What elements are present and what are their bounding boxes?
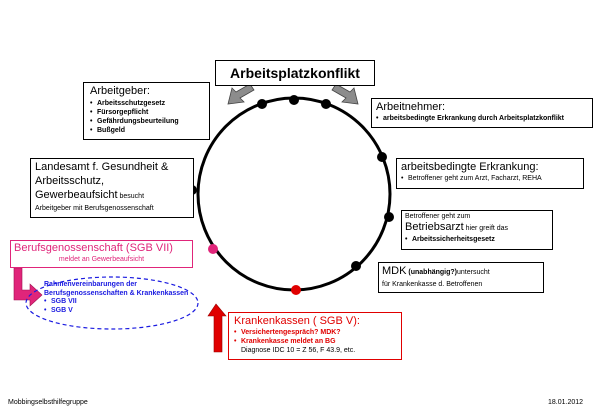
title-box: Arbeitsplatzkonflikt [215, 60, 375, 86]
framework-item: SGB VII [44, 298, 194, 307]
cycle-dot [208, 244, 218, 254]
state-office-line2: Arbeitsschutz, [35, 175, 105, 187]
mdk-heading: MDK [382, 265, 407, 277]
mdk-suffix: untersucht [457, 269, 490, 276]
state-office-box: Landesamt f. Gesundheit & Arbeitsschutz,… [30, 158, 194, 218]
employer-item: Bußgeld [90, 126, 203, 135]
insurance-diagnosis: Diagnose IDC 10 = Z 56, F 43.9, etc. [241, 347, 356, 354]
page-title: Arbeitsplatzkonflikt [230, 65, 360, 81]
cycle-dot [351, 261, 361, 271]
insurance-box: Krankenkassen ( SGB V): Versichertengesp… [228, 312, 402, 360]
footer-left: Mobbingselbsthilfegruppe [8, 399, 88, 406]
cycle-dot [384, 212, 394, 222]
right-gray-arrow-icon [331, 83, 359, 105]
illness-item: Betroffener geht zum Arzt, Facharzt, REH… [401, 174, 579, 184]
framework-text: Rahmenvereinbarungen der Berufsgenossens… [44, 281, 194, 315]
insurance-item: Versichertengespräch? MDK? [234, 328, 396, 337]
cycle-dot [289, 95, 299, 105]
state-office-line3: Gewerbeaufsicht [35, 189, 118, 201]
insurance-heading: Krankenkassen ( SGB V): [234, 315, 360, 327]
employee-heading: Arbeitnehmer: [376, 101, 446, 113]
insurance-item: Krankenkasse meldet an BG [234, 337, 396, 346]
footer-right: 18.01.2012 [548, 399, 584, 406]
framework-item: SGB V [44, 307, 194, 316]
company-doctor-suffix: hier greift das [463, 225, 509, 232]
illness-box: arbeitsbedingte Erkrankung: Betroffener … [396, 158, 584, 189]
mdk-paren: (unabhängig?) [406, 269, 457, 276]
bg-sub: meldet an Gewerbeaufsicht [58, 256, 145, 263]
mdk-line2: für Krankenkasse d. Betroffenen [382, 281, 483, 288]
framework-ellipse [25, 276, 199, 330]
company-doctor-box: Betroffener geht zum Betriebsarzt hier g… [401, 210, 553, 250]
state-office-line4: Arbeitgeber mit Berufsgenossenschaft [35, 205, 154, 212]
state-office-line1: Landesamt f. Gesundheit & [35, 161, 169, 173]
employer-item: Gefährdungsbeurteilung [90, 117, 203, 126]
cycle-dot [377, 152, 387, 162]
cycle-dots [187, 95, 394, 295]
employer-item: Arbeitsschutzgesetz [90, 99, 203, 108]
conflict-cycle-circle [196, 96, 392, 292]
company-doctor-pre: Betroffener geht zum [405, 213, 471, 220]
company-doctor-item: Arbeitssicherheitsgesetz [405, 235, 549, 244]
employee-item: arbeitsbedingte Erkrankung durch Arbeits… [376, 114, 588, 124]
employer-box: Arbeitgeber: Arbeitsschutzgesetz Fürsorg… [83, 82, 210, 140]
bg-heading: Berufsgenossenschaft (SGB VII) [14, 242, 173, 254]
employee-box: Arbeitnehmer: arbeitsbedingte Erkrankung… [371, 98, 593, 128]
company-doctor-heading: Betriebsarzt [405, 221, 464, 233]
cycle-dot [257, 99, 267, 109]
red-bend-arrow-icon [207, 303, 227, 353]
left-gray-arrow-icon [227, 83, 255, 105]
pink-bend-arrow-icon [13, 267, 43, 307]
illness-heading: arbeitsbedingte Erkrankung: [401, 161, 539, 173]
bg-box: Berufsgenossenschaft (SGB VII) meldet an… [10, 240, 193, 268]
mdk-box: MDK (unabhängig?)untersucht für Krankenk… [378, 262, 544, 293]
cycle-dot [291, 285, 301, 295]
framework-line1: Rahmenvereinbarungen der [44, 281, 137, 288]
employer-heading: Arbeitgeber: [90, 85, 150, 97]
employer-item: Fürsorgepflicht [90, 108, 203, 117]
framework-line2: Berufsgenossenschaften & Krankenkassen [44, 289, 189, 297]
state-office-line3-suffix: besucht [117, 193, 145, 200]
cycle-dot [321, 99, 331, 109]
